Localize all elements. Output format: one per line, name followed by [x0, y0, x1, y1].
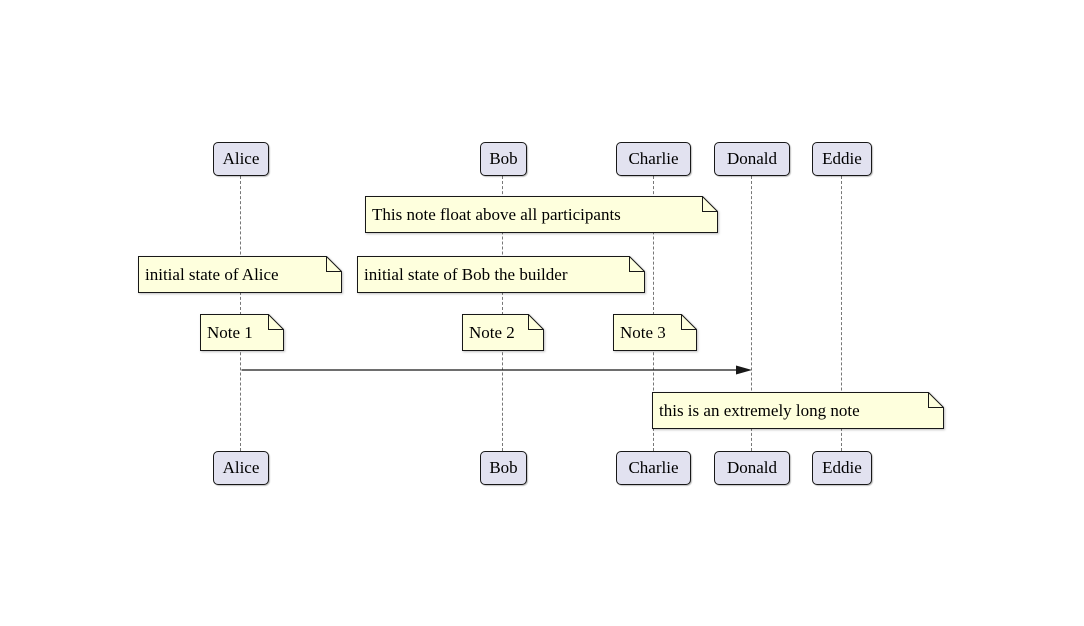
participant-bottom-charlie: Charlie — [616, 451, 691, 485]
note-float-above-participants: This note float above all participants — [365, 196, 718, 233]
note-fold-corner-icon — [928, 392, 944, 408]
note-fold-corner-icon — [629, 256, 645, 272]
note-fold-corner-icon — [702, 196, 718, 212]
participant-bottom-alice: Alice — [213, 451, 269, 485]
note-shape — [357, 256, 645, 293]
message-arrow-alice-to-donald — [241, 365, 752, 375]
note-shape — [138, 256, 342, 293]
note-fold-corner-icon — [528, 314, 544, 330]
note-1: Note 1 — [200, 314, 284, 351]
participant-top-bob: Bob — [480, 142, 527, 176]
note-initial-state-alice: initial state of Alice — [138, 256, 342, 293]
note-text: Note 1 — [207, 322, 253, 342]
participant-top-donald: Donald — [714, 142, 790, 176]
note-text: This note float above all participants — [372, 204, 621, 224]
note-shape — [613, 314, 697, 351]
note-shape — [200, 314, 284, 351]
participant-bottom-donald: Donald — [714, 451, 790, 485]
participant-top-alice: Alice — [213, 142, 269, 176]
note-fold-corner-icon — [268, 314, 284, 330]
note-text: initial state of Alice — [145, 264, 279, 284]
note-initial-state-bob: initial state of Bob the builder — [357, 256, 645, 293]
note-shape — [652, 392, 944, 429]
lifeline-bob — [502, 176, 503, 451]
participant-bottom-bob: Bob — [480, 451, 527, 485]
note-text: Note 2 — [469, 322, 515, 342]
participant-top-charlie: Charlie — [616, 142, 691, 176]
lifeline-charlie — [653, 176, 654, 451]
participant-top-eddie: Eddie — [812, 142, 872, 176]
arrowhead-icon — [736, 365, 752, 375]
lifeline-alice — [240, 176, 241, 451]
note-text: Note 3 — [620, 322, 666, 342]
note-2: Note 2 — [462, 314, 544, 351]
lifeline-eddie — [841, 176, 842, 451]
note-text: this is an extremely long note — [659, 400, 860, 420]
note-fold-corner-icon — [326, 256, 342, 272]
note-shape — [462, 314, 544, 351]
note-fold-corner-icon — [681, 314, 697, 330]
note-3: Note 3 — [613, 314, 697, 351]
participant-bottom-eddie: Eddie — [812, 451, 872, 485]
note-shape — [365, 196, 718, 233]
note-extremely-long: this is an extremely long note — [652, 392, 944, 429]
note-text: initial state of Bob the builder — [364, 264, 568, 284]
lifeline-donald — [751, 176, 752, 451]
